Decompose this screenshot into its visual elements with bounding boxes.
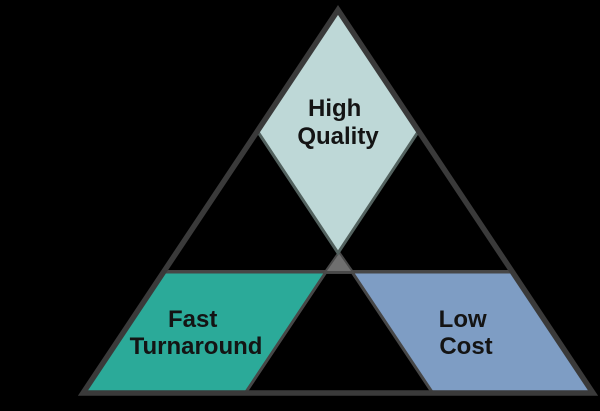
high-quality-label: High Quality bbox=[297, 95, 379, 150]
fast-turnaround-label-line2: Turnaround bbox=[130, 333, 263, 360]
high-quality-label-line2: Quality bbox=[297, 123, 379, 150]
low-cost-label: Low Cost bbox=[439, 306, 494, 360]
triangle-outline bbox=[77, 5, 599, 396]
fast-turnaround-label-line1: Fast bbox=[168, 306, 217, 333]
high-quality-label-line1: High bbox=[308, 95, 361, 122]
low-cost-label-line2: Cost bbox=[439, 333, 492, 360]
fast-turnaround-label: Fast Turnaround bbox=[130, 306, 263, 360]
center-triangle bbox=[323, 250, 355, 273]
low-cost-label-line1: Low bbox=[439, 306, 487, 333]
